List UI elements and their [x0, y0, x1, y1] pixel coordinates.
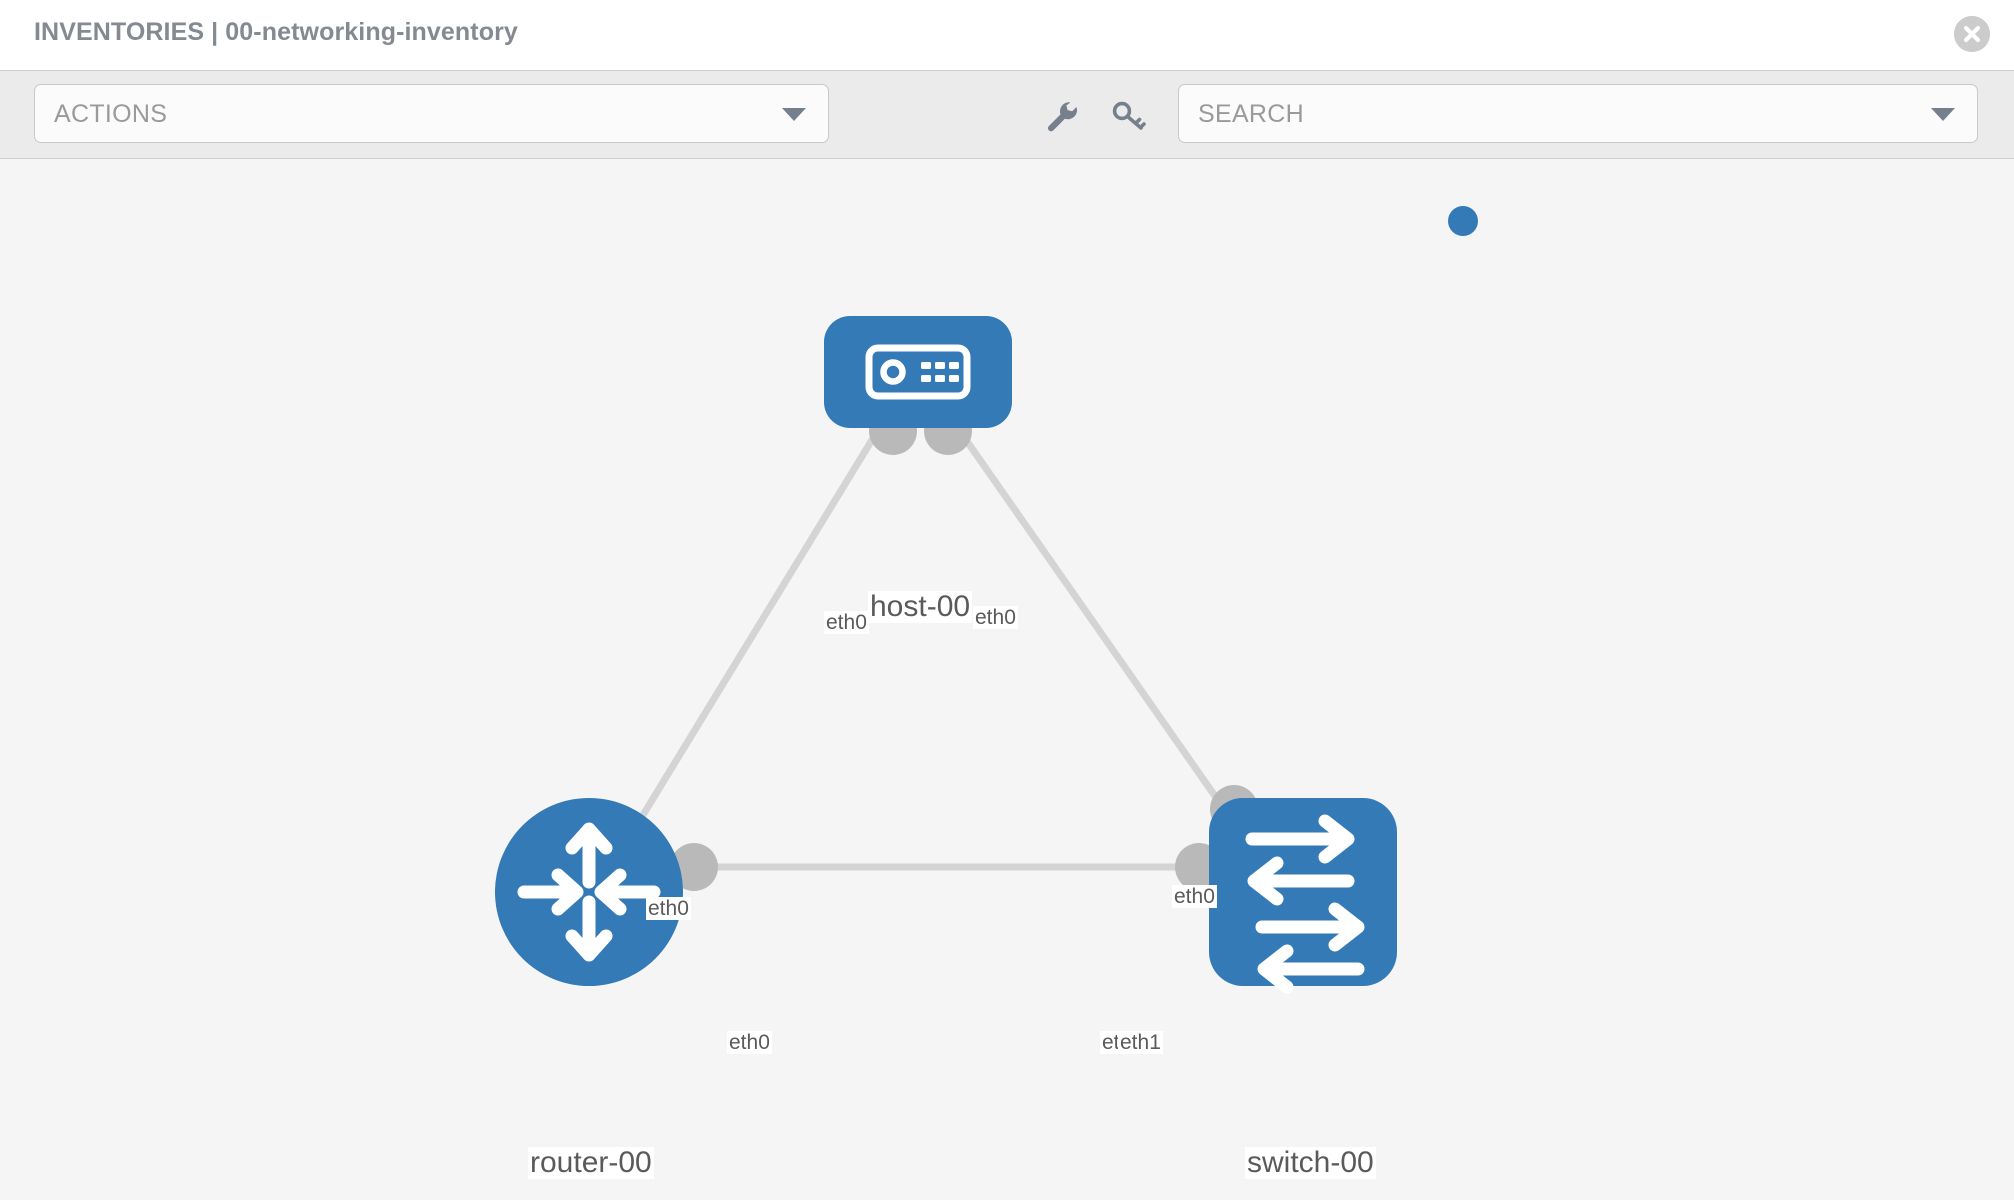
node-label-host-00: host-00	[868, 590, 973, 623]
page-title: INVENTORIES | 00-networking-inventory	[34, 18, 518, 46]
search-placeholder: SEARCH	[1198, 100, 1304, 128]
node-switch-00[interactable]	[1209, 798, 1397, 994]
interface-label: eth0	[1172, 885, 1217, 908]
interface-label: eth0	[727, 1031, 772, 1054]
link-host-router[interactable]	[607, 415, 889, 871]
key-icon[interactable]	[1108, 95, 1148, 135]
link-connectors	[670, 407, 1258, 891]
interface-label: eth0	[646, 897, 691, 920]
actions-dropdown[interactable]: ACTIONS	[34, 84, 829, 143]
interface-label: eth0	[973, 606, 1018, 629]
node-label-router-00: router-00	[528, 1146, 654, 1179]
link-host-switch[interactable]	[947, 414, 1248, 842]
link-lines	[607, 414, 1248, 871]
wrench-icon[interactable]	[1040, 95, 1080, 135]
interface-label: eth1	[1118, 1031, 1163, 1054]
node-label-switch-00: switch-00	[1245, 1146, 1376, 1179]
interface-label: eth0	[824, 611, 869, 634]
switch-arrows-icon	[1245, 814, 1365, 994]
close-icon[interactable]	[1954, 16, 1990, 52]
zoom-slider-thumb[interactable]	[1448, 206, 1478, 236]
topology-canvas[interactable]: host-00 router-00 switch-00 eth0 eth0 et…	[0, 159, 2014, 1200]
toolbar: ACTIONS SEARCH	[0, 70, 2014, 159]
actions-dropdown-label: ACTIONS	[54, 100, 168, 128]
node-router-00[interactable]	[495, 798, 683, 986]
topology-graph	[495, 316, 1397, 994]
chevron-down-icon[interactable]	[1931, 108, 1955, 121]
chevron-down-icon	[782, 108, 806, 121]
page-header: INVENTORIES | 00-networking-inventory	[0, 0, 2014, 70]
router-four-arrows-icon	[517, 822, 661, 962]
search-input[interactable]: SEARCH	[1178, 84, 1978, 143]
node-host-00[interactable]	[824, 316, 1012, 428]
